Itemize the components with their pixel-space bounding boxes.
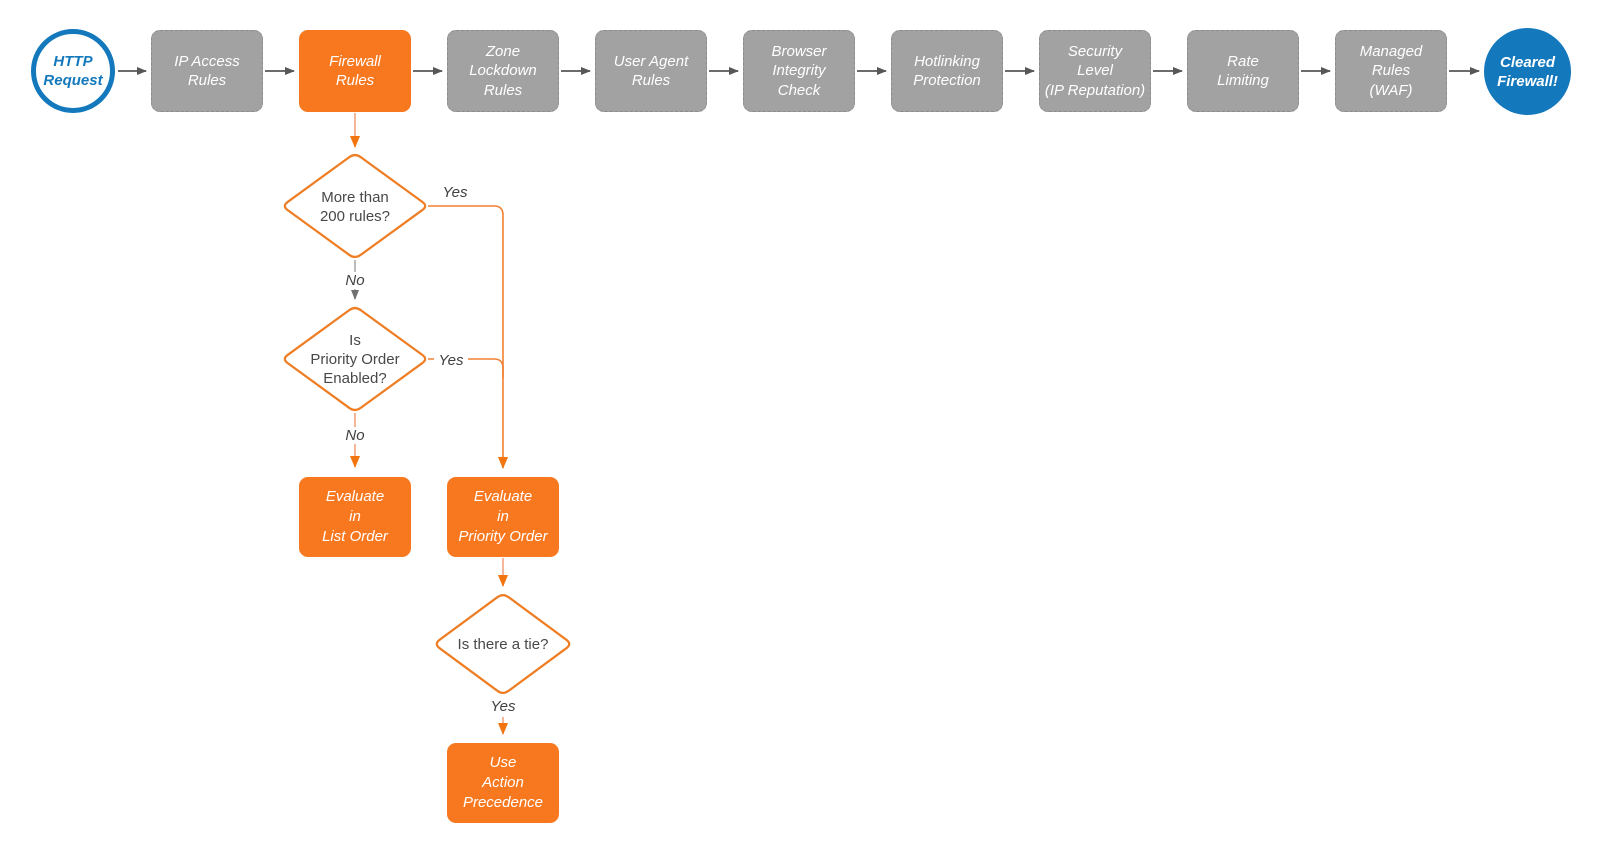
stage-label-line: Browser — [771, 42, 827, 60]
stage-label-line: (WAF) — [1369, 81, 1413, 99]
stage-label-line: Rules — [187, 72, 227, 89]
branch-label-text: Yes — [438, 184, 472, 201]
branch-label-d2-no: No — [330, 427, 380, 444]
decision-text-line: Enabled? — [323, 370, 387, 387]
connector-d1-yes — [428, 205, 508, 469]
process-label-line: List Order — [322, 528, 388, 545]
stage-label-line: IP Access — [174, 52, 240, 70]
stage-label-line: Check — [777, 81, 821, 99]
connector-d2-yes — [428, 358, 504, 378]
branch-label-d1-yes: Yes — [430, 184, 480, 201]
stage-label-line: Security — [1067, 42, 1123, 60]
stage-label-line: Rules — [631, 72, 671, 89]
stage-box-firewall-rules: Firewall Rules — [299, 30, 411, 112]
process-label-line: Evaluate — [325, 488, 385, 505]
decision-text-tie: Is there a tie? — [428, 635, 578, 654]
stage-box-managed-rules-waf: Managed Rules (WAF) — [1335, 30, 1447, 112]
branch-label-d2-yes: Yes — [426, 352, 476, 369]
stage-label-line: Managed — [1359, 42, 1423, 60]
process-box-evaluate-list-order: Evaluate in List Order — [299, 477, 411, 557]
process-label-line: Priority Order — [458, 528, 548, 545]
branch-label-text: No — [341, 427, 369, 444]
node-http-request: HTTP Request — [31, 29, 115, 113]
stage-label-line: Rules — [483, 81, 523, 99]
decision-text-line: More than — [321, 189, 389, 206]
decision-text-line: Is — [349, 332, 361, 349]
node-label-line: HTTP — [53, 53, 93, 70]
stage-box-rate-limiting: Rate Limiting — [1187, 30, 1299, 112]
branch-label-d3-yes: Yes — [478, 698, 528, 715]
branch-label-text: Yes — [486, 698, 520, 715]
stage-label-line: (IP Reputation) — [1044, 81, 1146, 99]
process-label-line: Precedence — [462, 794, 544, 811]
process-label-line: Action — [482, 774, 524, 791]
branch-label-text: No — [341, 272, 369, 289]
decision-text-line: 200 rules? — [319, 208, 391, 225]
stage-label-line: Rate — [1227, 52, 1259, 70]
stage-box-ip-access-rules: IP Access Rules — [151, 30, 263, 112]
process-label-line: Use — [489, 754, 517, 771]
stage-label-line: Lockdown — [469, 62, 537, 80]
node-cleared-firewall: Cleared Firewall! — [1484, 28, 1571, 115]
decision-diamond-200-rules — [283, 153, 427, 259]
decision-text-200-rules: More than 200 rules? — [280, 188, 430, 226]
branch-label-d1-no: No — [330, 272, 380, 289]
decision-text-line: Is there a tie? — [457, 636, 549, 653]
stage-label-line: Zone — [485, 42, 521, 60]
stage-label-line: Hotlinking — [914, 52, 980, 70]
stage-box-browser-integrity-check: Browser Integrity Check — [743, 30, 855, 112]
decision-diamond-tie — [435, 593, 571, 695]
node-label-line: Firewall! — [1497, 72, 1558, 90]
process-box-use-action-precedence: Use Action Precedence — [447, 743, 559, 823]
process-label-line: Evaluate — [473, 488, 533, 505]
stage-label-line: Integrity — [772, 62, 826, 80]
stage-label-line: Level — [1077, 62, 1113, 80]
branch-label-text: Yes — [434, 352, 468, 369]
stage-label-line: Limiting — [1217, 72, 1269, 89]
decision-diamond-priority-order — [283, 306, 427, 412]
decision-text-line: Priority Order — [310, 351, 400, 368]
stage-box-user-agent-rules: User Agent Rules — [595, 30, 707, 112]
stage-box-zone-lockdown-rules: Zone Lockdown Rules — [447, 30, 559, 112]
process-label-line: in — [349, 508, 361, 525]
decision-text-priority-order: Is Priority Order Enabled? — [280, 331, 430, 388]
stage-label-line: Firewall — [329, 52, 381, 70]
stage-label-line: User Agent — [613, 52, 689, 70]
node-label-line: Cleared — [1499, 53, 1556, 71]
stage-label-line: Protection — [913, 72, 981, 89]
stage-box-hotlinking-protection: Hotlinking Protection — [891, 30, 1003, 112]
process-box-evaluate-priority-order: Evaluate in Priority Order — [447, 477, 559, 557]
stage-box-security-level: Security Level (IP Reputation) — [1039, 30, 1151, 112]
stage-label-line: Rules — [1371, 62, 1411, 80]
stage-label-line: Rules — [335, 72, 375, 89]
node-label-line: Request — [43, 72, 103, 89]
process-label-line: in — [497, 508, 509, 525]
